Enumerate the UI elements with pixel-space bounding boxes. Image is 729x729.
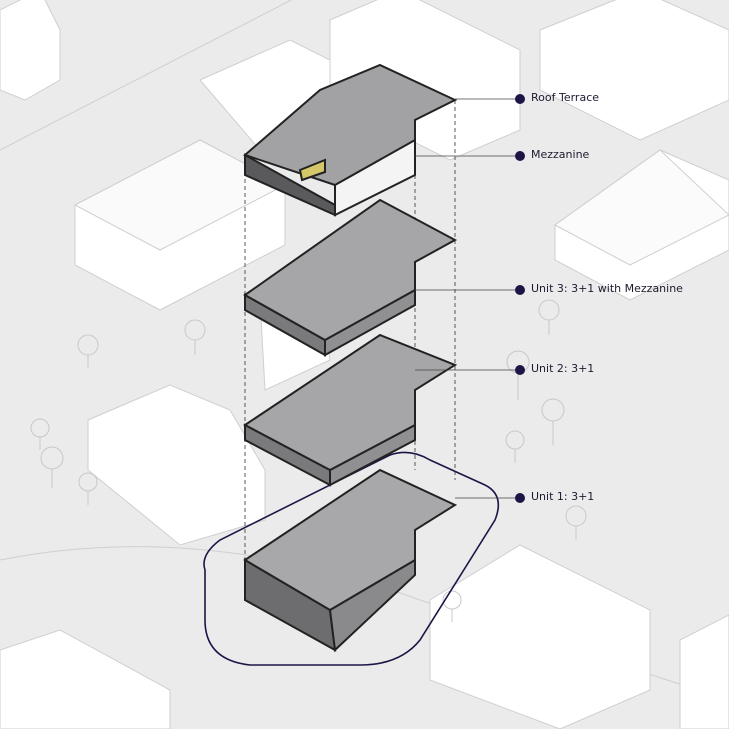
- unit-1-plate: [243, 468, 458, 653]
- roof-plate: [243, 63, 458, 217]
- context-building: [429, 544, 651, 729]
- marker-dot: [515, 365, 525, 375]
- floor-plates: [243, 63, 458, 653]
- context-building: [539, 0, 729, 141]
- unit-3-plate: [243, 198, 458, 357]
- unit-2-plate: [243, 333, 458, 487]
- marker-dot: [515, 151, 525, 161]
- label-markers: [515, 94, 525, 503]
- context-building: [87, 384, 266, 546]
- marker-dot: [515, 94, 525, 104]
- label-unit-3: Unit 3: 3+1 with Mezzanine: [531, 282, 683, 295]
- marker-dot: [515, 285, 525, 295]
- context-building: [0, 0, 61, 101]
- label-unit-2: Unit 2: 3+1: [531, 362, 595, 375]
- marker-dot: [515, 493, 525, 503]
- label-unit-1: Unit 1: 3+1: [531, 490, 595, 503]
- label-mezzanine: Mezzanine: [531, 148, 590, 161]
- leader-lines: [415, 98, 520, 499]
- context-building: [0, 629, 171, 729]
- label-roof-terrace: Roof Terrace: [531, 91, 600, 104]
- site-boundary: [203, 451, 500, 666]
- context-building: [679, 614, 729, 729]
- road-line: [0, 0, 293, 151]
